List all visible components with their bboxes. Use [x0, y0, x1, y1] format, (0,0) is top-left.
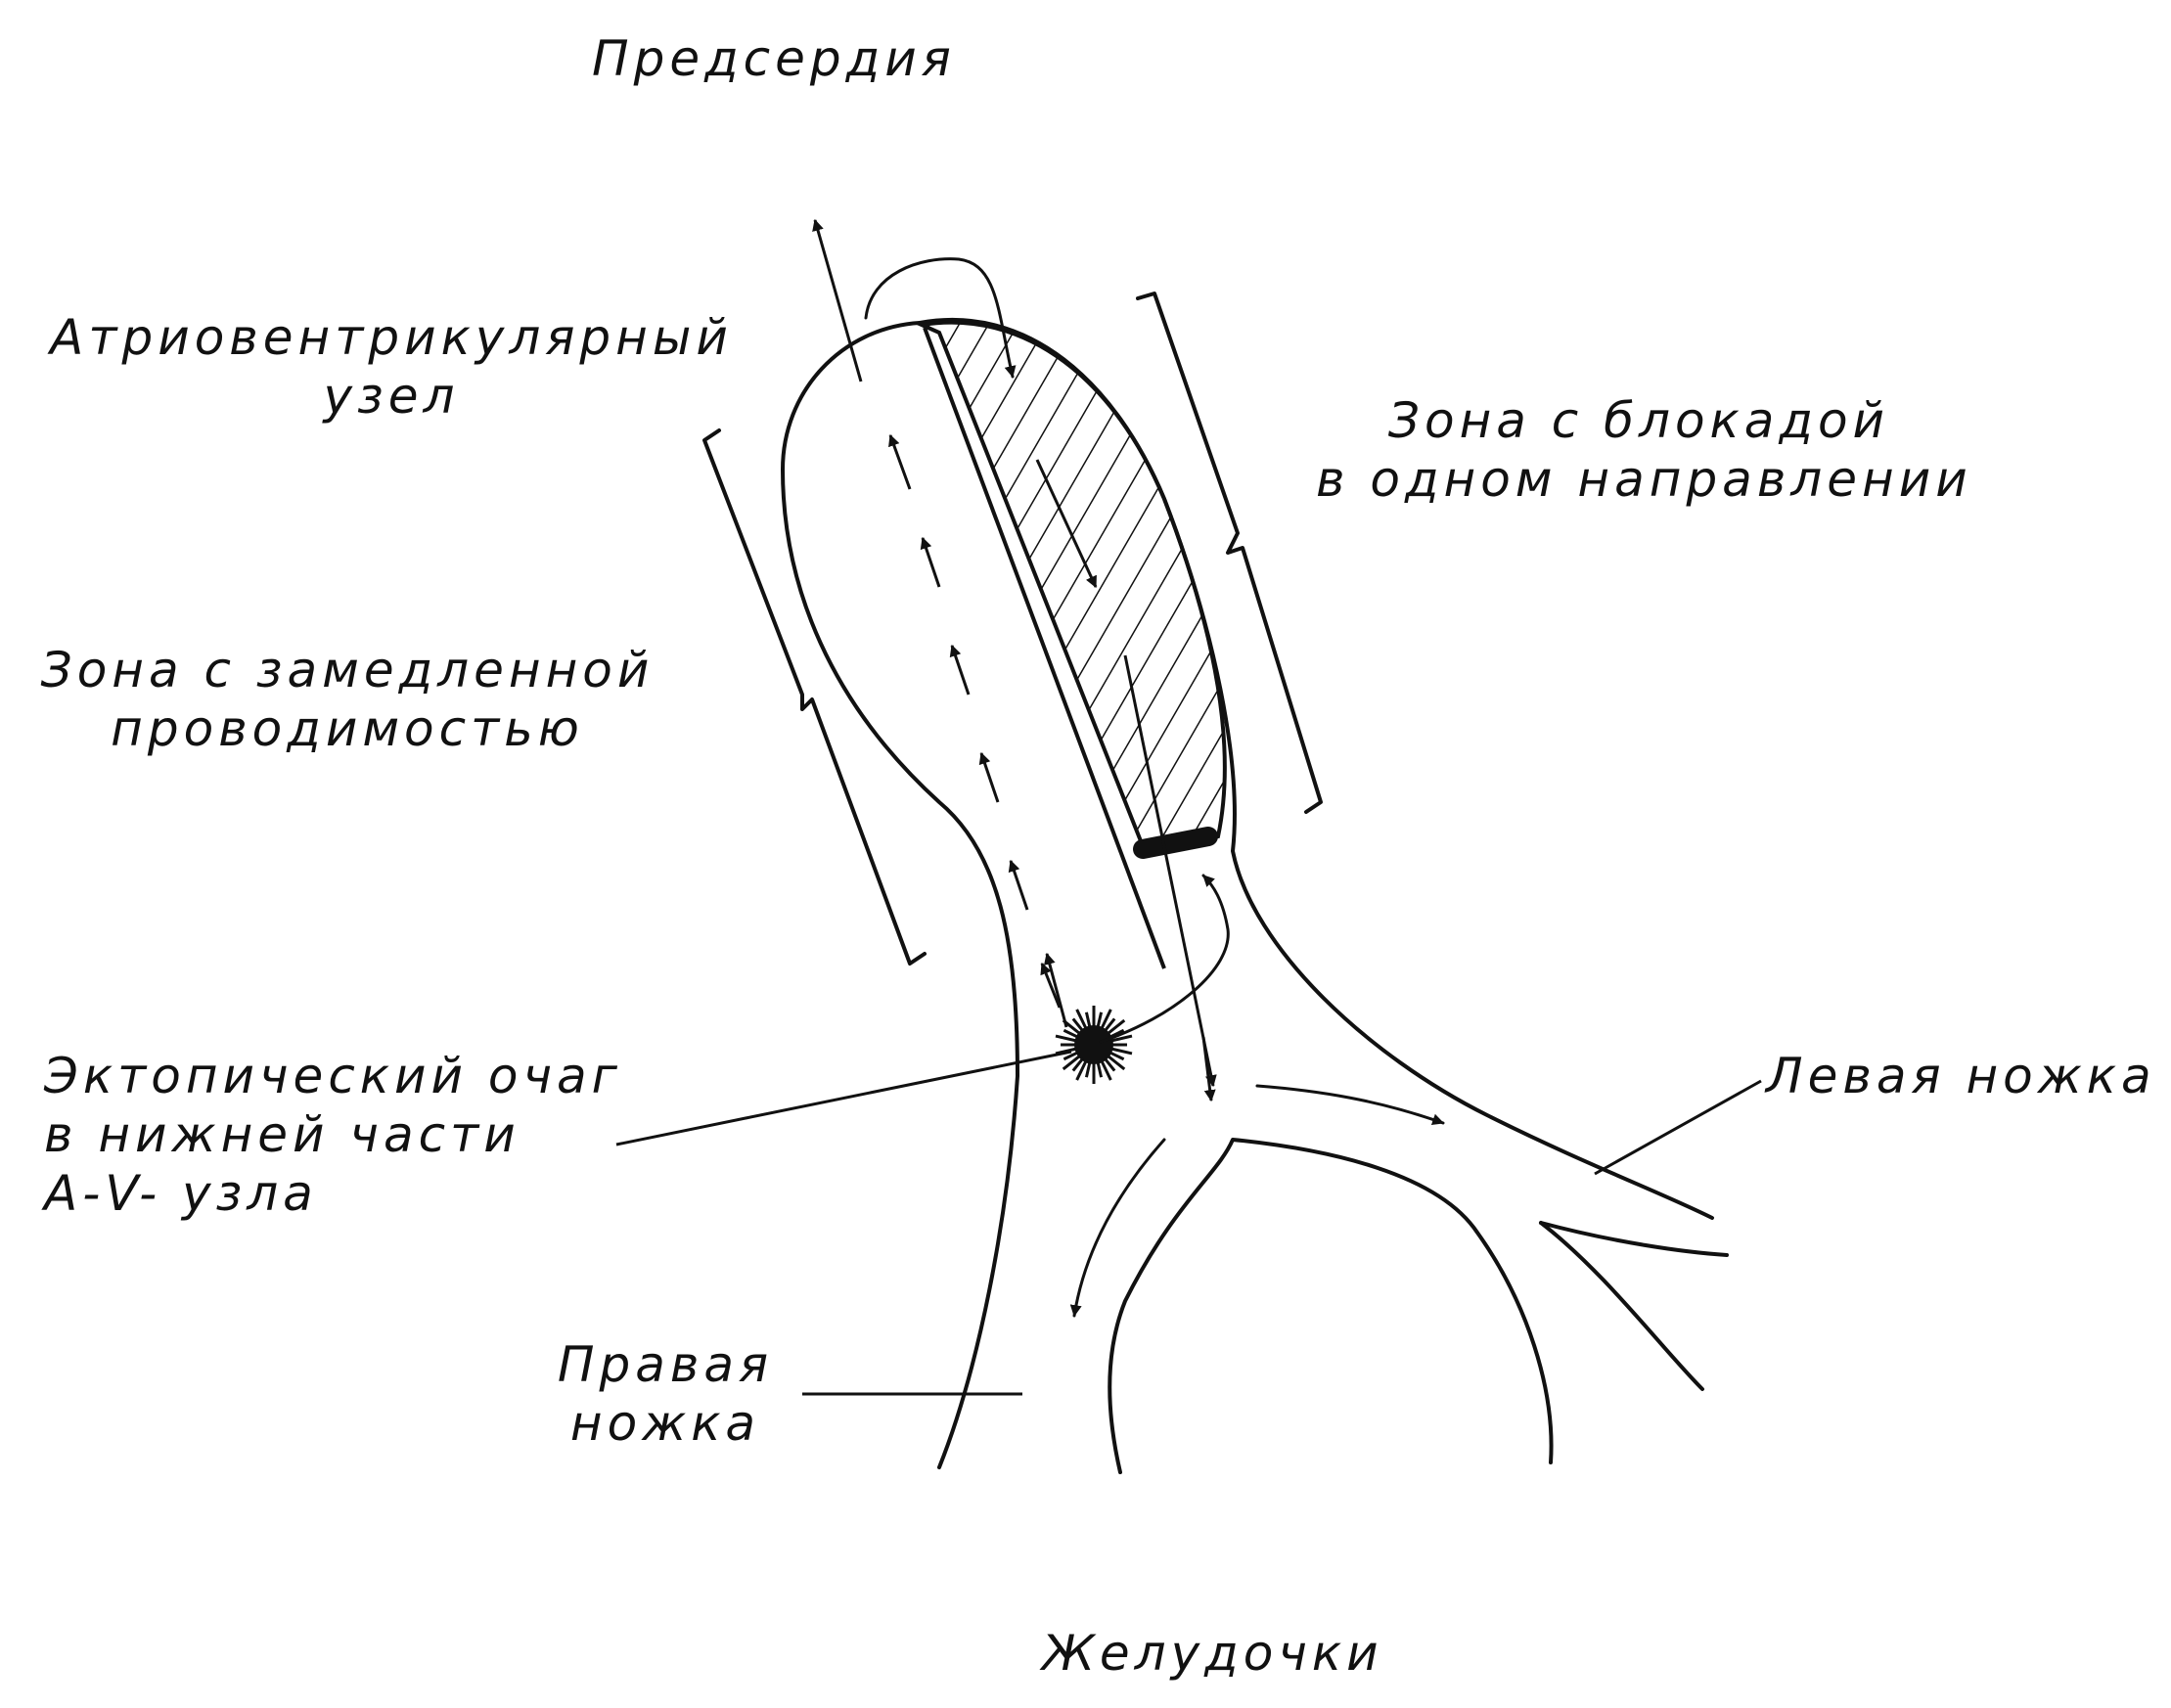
label-av-node-line2: узел — [323, 368, 460, 425]
ectopic-focus-ray — [1075, 1009, 1088, 1030]
ectopic-focus-ray — [1110, 1047, 1133, 1056]
septum-outline — [1108, 1138, 1554, 1474]
label-atria: Предсердия — [592, 30, 956, 87]
ectopic-focus-ray — [1084, 1061, 1092, 1078]
label-ectopic-line1: Эктопический очаг — [44, 1048, 622, 1104]
block-zone-hatched — [914, 320, 1227, 854]
antegrade-arrow-upper — [1035, 459, 1098, 589]
ectopic-focus-ray — [1104, 1057, 1116, 1072]
ectopic-focus-ray — [1063, 1028, 1079, 1039]
ectopic-focus-ray — [1108, 1028, 1125, 1039]
left-branch-fan-edge — [1539, 1221, 1704, 1391]
his-arrow-down — [1201, 1036, 1216, 1102]
ectopic-focus-ray — [1055, 1034, 1077, 1043]
slow-zone-bracket — [702, 428, 927, 966]
focus-arrow-up — [1043, 952, 1068, 1028]
ectopic-focus-ray — [1108, 1051, 1125, 1061]
pathway-divider — [923, 327, 1166, 969]
label-slow-zone-line1: Зона с замедленной — [40, 642, 655, 698]
label-block-zone: Зона с блокадой в одном направлении — [1316, 391, 1972, 509]
label-right-branch: Правая ножка — [548, 1335, 783, 1453]
ectopic-focus-ray — [1104, 1017, 1116, 1032]
label-right-branch-line1: Правая — [557, 1336, 774, 1393]
ectopic-focus-ray — [1110, 1034, 1133, 1043]
ectopic-focus-ray — [1096, 1011, 1104, 1028]
ectopic-focus-ray — [1107, 1018, 1126, 1035]
ectopic-focus-ray — [1107, 1055, 1126, 1071]
ectopic-focus-star — [1055, 1006, 1133, 1084]
label-av-node: Атриовентрикулярный узел — [29, 308, 753, 426]
right-branch-arrow — [1069, 1138, 1166, 1318]
label-av-node-line1: Атриовентрикулярный — [50, 309, 733, 366]
ectopic-focus-ray — [1071, 1017, 1084, 1032]
label-left-branch: Левая ножка — [1766, 1048, 2156, 1104]
antegrade-arrow-lower — [1123, 654, 1217, 1088]
left-branch-arrow — [1255, 1084, 1445, 1126]
ectopic-focus-ray — [1075, 1059, 1088, 1081]
label-block-zone-line1: Зона с блокадой — [1387, 392, 1890, 449]
label-ectopic-line3: А-V- узла — [44, 1165, 318, 1222]
label-slow-zone-line2: проводимостью — [111, 700, 584, 757]
left-branch-leader — [1594, 1079, 1762, 1176]
block-zone-bracket — [1136, 292, 1323, 814]
ectopic-focus-ray — [1071, 1057, 1084, 1072]
block-bar — [1133, 827, 1218, 859]
ectopic-focus-ray — [1063, 1051, 1079, 1061]
label-ectopic-focus: Эктопический очаг в нижней части А-V- уз… — [44, 1047, 622, 1223]
label-ectopic-line2: в нижней части — [44, 1106, 520, 1163]
ectopic-focus-core — [1074, 1025, 1113, 1064]
left-branch-lower-edge — [1539, 1221, 1729, 1257]
focus-loop-right — [1099, 874, 1230, 1044]
ectopic-focus-ray — [1084, 1011, 1092, 1028]
reentry-top-loop — [864, 257, 1017, 379]
ectopic-leader — [615, 1050, 1072, 1146]
label-block-zone-line2: в одном направлении — [1316, 451, 1972, 508]
retrograde-slow-arrows — [812, 218, 1062, 1009]
av-node-outline-left — [781, 321, 1019, 1469]
ectopic-focus-ray — [1100, 1009, 1112, 1030]
label-slow-zone: Зона с замедленной проводимостью — [29, 641, 665, 758]
label-ventricles: Желудочки — [1042, 1625, 1383, 1682]
ectopic-focus-ray — [1100, 1059, 1112, 1081]
label-right-branch-line2: ножка — [569, 1395, 761, 1452]
ectopic-focus-ray — [1096, 1061, 1104, 1078]
ectopic-focus-ray — [1062, 1055, 1081, 1071]
